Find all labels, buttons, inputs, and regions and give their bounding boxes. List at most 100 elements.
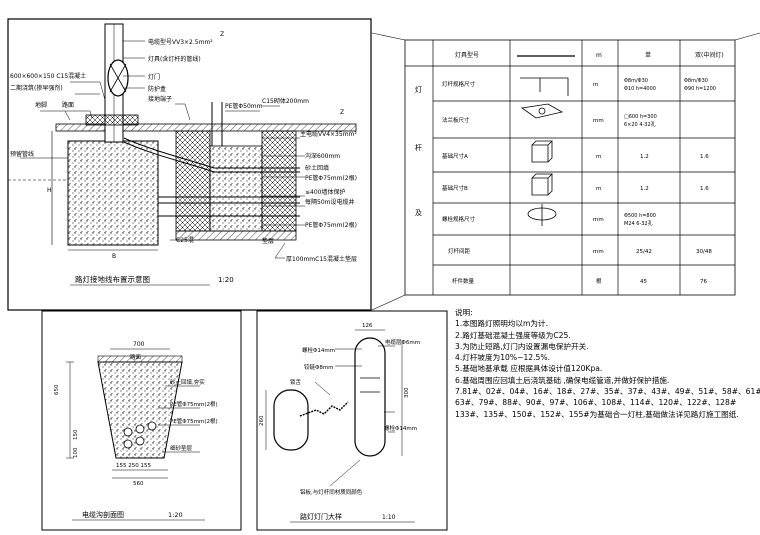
- row-name-6: 灯杆间距: [448, 247, 471, 255]
- label-bottom: 厚100mmC15混凝土垫层: [286, 255, 357, 263]
- door-bolt-top: 螺栓Φ14mm: [302, 346, 335, 354]
- door-right-a: 电缆层Φ6mm: [385, 338, 420, 346]
- dim-z2: Z: [340, 109, 344, 116]
- trench-slab: 路面: [130, 353, 142, 361]
- dim-z1: Z: [220, 31, 224, 38]
- row-name-1: 灯杆规格尺寸: [442, 80, 476, 88]
- row-unit-7: 根: [596, 277, 602, 285]
- row-unit-1: m: [593, 82, 598, 88]
- label-c25: C25混: [176, 236, 194, 244]
- trench-dim-left-b: 150: [73, 429, 79, 440]
- panel-main: 电缆型号VV3×2.5mm² 灯具(含灯杆的管线) 灯门 防护盒 接地端子 60…: [7, 18, 372, 311]
- table-header-double: 双(中间灯): [695, 51, 724, 59]
- label-pour-note: 二期浇筑(掺早强剂): [10, 84, 63, 92]
- label-pe-note-c: 每隔50m设电缆井: [305, 198, 354, 206]
- row-name-4: 基础尺寸B: [442, 184, 468, 192]
- notes-item: 4.灯杆坡度为10%~12.5%.: [455, 353, 550, 363]
- row-name-3: 基础尺寸A: [442, 152, 468, 160]
- panel-door-title: 路灯灯门大样: [300, 512, 342, 521]
- trench-sand: 细砂垫层: [170, 444, 193, 452]
- dim-w: B: [112, 253, 116, 260]
- trench-dim-left: 650: [54, 384, 60, 395]
- notes-heading: 说明:: [455, 308, 473, 317]
- door-dim-top: 126: [362, 323, 373, 329]
- door-hinge: 铰链Φ8mm: [304, 363, 334, 371]
- notes-block: 说明: 1.本图路灯照明均以m为计. 2.路灯基础混凝土强度等级为C25. 3.…: [455, 307, 760, 420]
- label-lamp-door: 灯门: [148, 73, 160, 81]
- door-right-b: 螺栓Φ14mm: [384, 424, 417, 432]
- label-pe75-b: PE管Φ75mm(2根): [305, 221, 357, 229]
- trench-dim-left-c: 100: [73, 447, 79, 458]
- label-pit-left: 预留管线: [10, 150, 34, 158]
- door-dim-right: 300: [404, 387, 410, 398]
- label-slab: 路面: [62, 101, 74, 109]
- door-bottom-note: 铝板,与灯杆同材质同颜色: [300, 488, 363, 496]
- label-box: 防护盒: [148, 85, 166, 93]
- row-unit-3: m: [596, 154, 601, 160]
- label-main-cable: 主电缆VV4×35mm²: [300, 130, 357, 138]
- label-grounding: 接地端子: [148, 95, 172, 103]
- label-pe75-a: PE管Φ75mm(2根): [305, 174, 357, 182]
- row-v2-6: 30/48: [696, 249, 712, 255]
- row-v1-6: 25/42: [636, 249, 652, 255]
- spec-table: 灯具型号 m 单 双(中间灯) 灯 杆 及 灯杆规格尺寸 法兰板尺寸 基础尺寸A…: [371, 32, 760, 311]
- notes-item: 6.基础周围应回填土后浇筑基础 ,确保电缆管道,并做好保护措施.: [455, 375, 670, 385]
- label-c15-block: C15砌体200mm: [262, 97, 309, 105]
- table-header-single: 单: [645, 51, 651, 59]
- label-backfill: 砂土回填: [305, 164, 329, 172]
- trench-fill: 砂土回填,夯实: [170, 378, 205, 386]
- label-cable-ref: 电缆型号VV3×2.5mm²: [148, 38, 213, 46]
- table-group-2: 杆: [415, 143, 422, 152]
- door-lock-pin: 锁舌: [290, 378, 302, 386]
- table-header-name: 灯具型号: [455, 51, 479, 59]
- label-trench-depth: 沟深600mm: [305, 152, 340, 160]
- row-v1-3: 1.2: [640, 154, 649, 160]
- label-gravel: 垫层: [262, 237, 274, 245]
- row-unit-5: mm: [593, 217, 604, 223]
- notes-item: 133#、135#、150#、152#、155#为基础合一灯柱,基础做法详见路灯…: [455, 409, 739, 419]
- panel-door: 126 螺栓Φ14mm 铰链Φ8mm 锁舌 电缆层Φ6mm 螺栓Φ14mm 30…: [256, 310, 448, 531]
- trench-dim-bot: 155 250 155: [116, 463, 151, 469]
- row-v2-4: 1.6: [700, 186, 709, 192]
- label-pe50: PE管Φ50mm: [225, 102, 263, 110]
- panel-door-scale: 1:10: [382, 514, 396, 521]
- row-name-2: 法兰板尺寸: [442, 116, 470, 124]
- table-group-1: 灯: [415, 85, 422, 94]
- row-v1-4: 1.2: [640, 186, 649, 192]
- notes-item: 3.为防止短路,灯门内设置漏电保护开关.: [455, 341, 589, 351]
- label-lamp-cable: 灯具(含灯杆的管线): [148, 55, 201, 63]
- table-group-3: 及: [415, 209, 422, 217]
- notes-item: 63#、79#、88#、90#、97#、106#、108#、114#、120#、…: [455, 398, 737, 408]
- panel-trench: 700 路面 砂土回填,夯实 PE管Φ75mm(2根) PE管Φ75mm(2根)…: [41, 310, 242, 531]
- row-unit-2: mm: [593, 118, 604, 124]
- panel-main-title: 路灯接地线布置示意图: [75, 274, 150, 284]
- row-unit-4: m: [596, 186, 601, 192]
- row-v2-7: 76: [700, 279, 707, 285]
- trench-dim-bot-total: 560: [133, 481, 144, 487]
- row-v2-3: 1.6: [700, 154, 709, 160]
- notes-item: 7.81#、02#、04#、16#、18#、27#、35#、37#、43#、49…: [455, 387, 760, 397]
- notes-item: 1.本图路灯照明均以m为计.: [455, 319, 548, 329]
- label-pe-note-b: ≤400墙体保护: [305, 188, 345, 196]
- dim-h: H: [47, 187, 52, 194]
- label-foundation-spec: 600×600×150 C15混凝土: [10, 72, 86, 80]
- notes-item: 5.基础地基承载 应根据具体设计值120Kpa.: [455, 364, 603, 374]
- door-dim-left: 260: [259, 415, 265, 426]
- trench-dim-top: 700: [133, 341, 145, 348]
- panel-trench-scale: 1:20: [168, 511, 183, 519]
- row-name-7: 杆件数量: [452, 277, 475, 285]
- row-unit-6: mm: [593, 249, 604, 255]
- panel-main-scale: 1:20: [218, 276, 234, 284]
- trench-pe-a: PE管Φ75mm(2根): [170, 400, 218, 408]
- notes-item: 2.路灯基础混凝土强度等级为C25.: [455, 330, 571, 340]
- row-v1-7: 45: [640, 279, 647, 285]
- trench-pe-b: PE管Φ75mm(2根): [170, 417, 218, 425]
- table-header-unit: m: [596, 52, 602, 59]
- label-bolt: 地脚: [35, 101, 47, 109]
- panel-trench-title: 电缆沟剖面图: [82, 510, 124, 519]
